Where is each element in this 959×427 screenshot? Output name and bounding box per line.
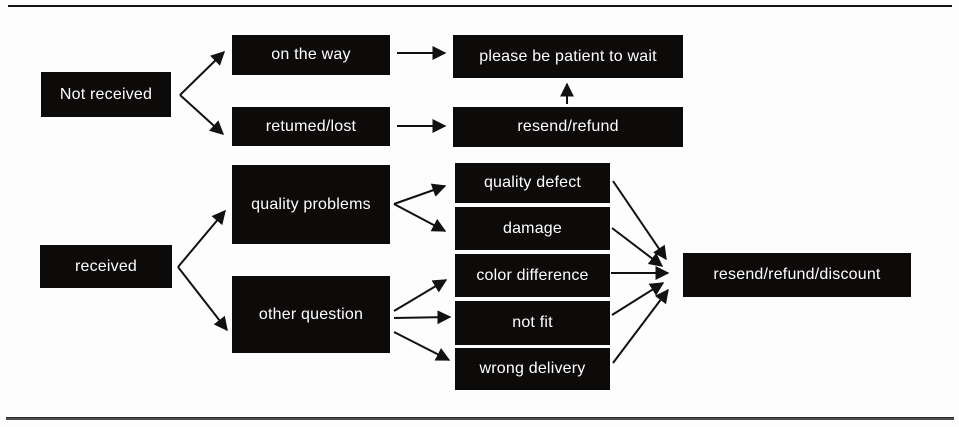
node-wrong-delivery: wrong delivery xyxy=(455,348,610,390)
node-color-difference: color difference xyxy=(455,254,610,297)
edge-not-fit-resolution xyxy=(611,282,665,316)
edge-received-other-question xyxy=(177,266,228,332)
edge-damage-resolution xyxy=(611,227,664,267)
node-quality-problems: quality problems xyxy=(232,165,390,244)
node-not-fit: not fit xyxy=(455,301,610,345)
edge-not-received-returned-lost xyxy=(179,94,225,135)
edge-received-quality-problems xyxy=(177,209,226,268)
node-received: received xyxy=(40,245,172,288)
node-please-be-patient: please be patient to wait xyxy=(453,35,683,78)
edge-quality-problems-quality-defect xyxy=(393,183,447,205)
node-resend-refund-discount: resend/refund/discount xyxy=(683,253,911,297)
node-damage: damage xyxy=(455,207,610,250)
top-rule xyxy=(8,5,952,7)
edge-other-question-not-fit xyxy=(393,310,452,325)
edge-wrong-delivery-resolution xyxy=(612,288,669,364)
edge-other-question-color-difference xyxy=(393,279,448,312)
node-quality-defect: quality defect xyxy=(455,163,610,203)
node-other-question: other question xyxy=(232,276,390,353)
node-resend-refund: resend/refund xyxy=(453,107,683,147)
node-not-received: Not received xyxy=(41,72,171,117)
edge-not-received-on-the-way xyxy=(179,51,226,96)
node-on-the-way: on the way xyxy=(232,35,390,75)
edge-quality-problems-damage xyxy=(393,203,447,232)
edge-quality-defect-resolution xyxy=(612,180,667,261)
edge-other-question-wrong-delivery xyxy=(393,331,451,361)
bottom-rule xyxy=(6,417,954,420)
node-returned-lost: retumed/lost xyxy=(232,107,390,146)
